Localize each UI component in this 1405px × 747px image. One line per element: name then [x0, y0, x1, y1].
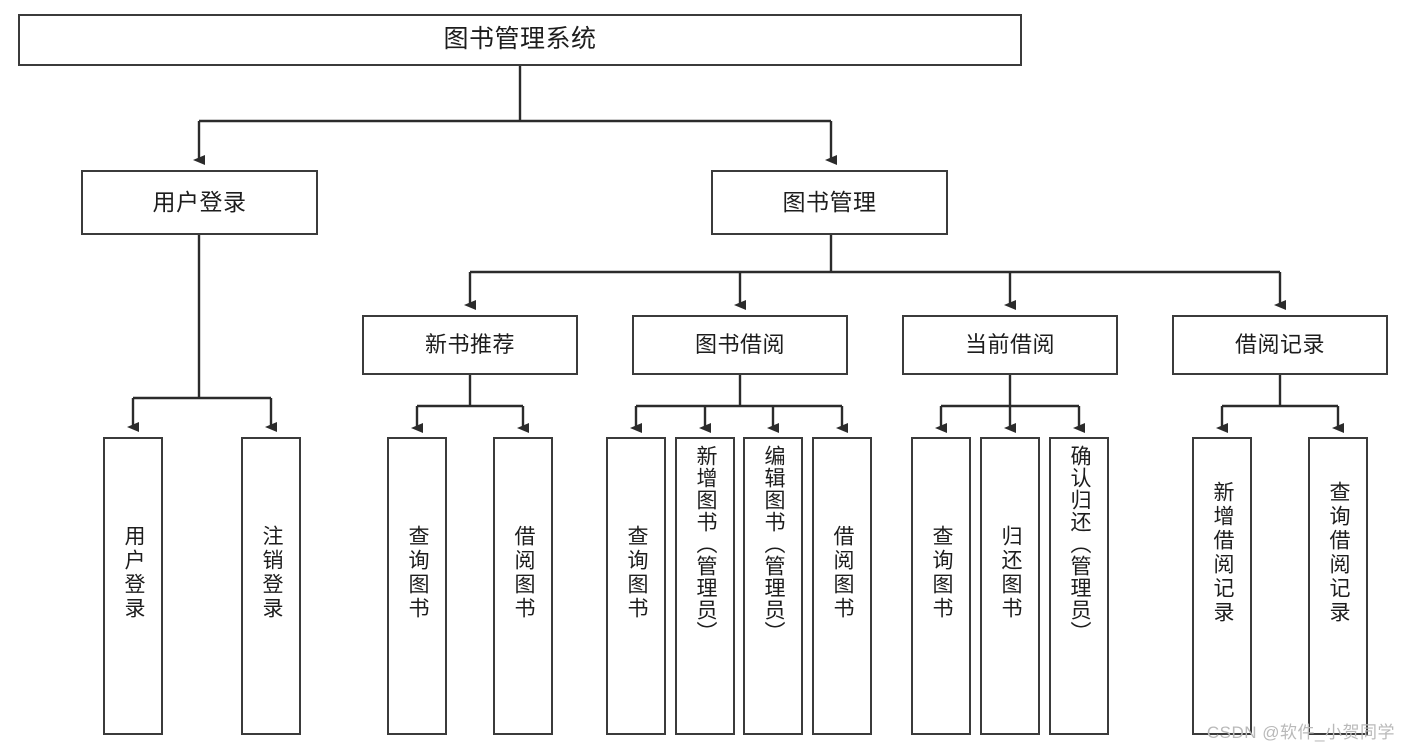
- node-label: 查询借阅记录: [1327, 481, 1351, 625]
- node-label: 新书推荐: [424, 332, 515, 358]
- node-label: 查询图书: [406, 525, 430, 621]
- node-leaf-query-book-3[interactable]: 查询图书: [911, 437, 971, 735]
- node-label: 查询图书: [930, 525, 954, 621]
- node-label: 当前借阅: [964, 332, 1055, 358]
- node-leaf-return-book[interactable]: 归还图书: [980, 437, 1040, 735]
- node-leaf-add-book[interactable]: 新增图书（管理员）: [675, 437, 735, 735]
- node-label: 注销登录: [260, 525, 284, 621]
- node-label: 图书管理: [782, 188, 877, 215]
- node-label: 用户登录: [152, 188, 247, 215]
- node-label: 归还图书: [999, 525, 1023, 621]
- node-label: 借阅记录: [1234, 332, 1325, 358]
- node-label: 新增图书（管理员）: [694, 445, 718, 643]
- node-new-book-recommend[interactable]: 新书推荐: [362, 315, 578, 375]
- node-leaf-edit-book[interactable]: 编辑图书（管理员）: [743, 437, 803, 735]
- node-book-borrow[interactable]: 图书借阅: [632, 315, 848, 375]
- node-leaf-add-record[interactable]: 新增借阅记录: [1192, 437, 1252, 735]
- node-current-borrow[interactable]: 当前借阅: [902, 315, 1118, 375]
- watermark: CSDN @软件_小贺同学: [1206, 723, 1395, 742]
- node-label: 图书管理系统: [443, 25, 597, 54]
- node-label: 用户登录: [122, 525, 146, 621]
- node-leaf-confirm-return[interactable]: 确认归还（管理员）: [1049, 437, 1109, 735]
- node-leaf-borrow-book-2[interactable]: 借阅图书: [812, 437, 872, 735]
- node-leaf-query-record[interactable]: 查询借阅记录: [1308, 437, 1368, 735]
- node-borrow-record[interactable]: 借阅记录: [1172, 315, 1388, 375]
- node-leaf-user-login[interactable]: 用户登录: [103, 437, 163, 735]
- node-leaf-query-book-1[interactable]: 查询图书: [387, 437, 447, 735]
- node-leaf-logout-login[interactable]: 注销登录: [241, 437, 301, 735]
- node-book-management[interactable]: 图书管理: [711, 170, 948, 235]
- node-user-login[interactable]: 用户登录: [81, 170, 318, 235]
- node-label: 编辑图书（管理员）: [762, 445, 786, 643]
- node-label: 确认归还（管理员）: [1068, 445, 1092, 643]
- node-leaf-borrow-book-1[interactable]: 借阅图书: [493, 437, 553, 735]
- node-label: 借阅图书: [512, 525, 536, 621]
- node-label: 图书借阅: [694, 332, 785, 358]
- node-leaf-query-book-2[interactable]: 查询图书: [606, 437, 666, 735]
- node-root-book-management-system[interactable]: 图书管理系统: [18, 14, 1022, 66]
- node-label: 新增借阅记录: [1211, 481, 1235, 625]
- node-label: 借阅图书: [831, 525, 855, 621]
- node-label: 查询图书: [625, 525, 649, 621]
